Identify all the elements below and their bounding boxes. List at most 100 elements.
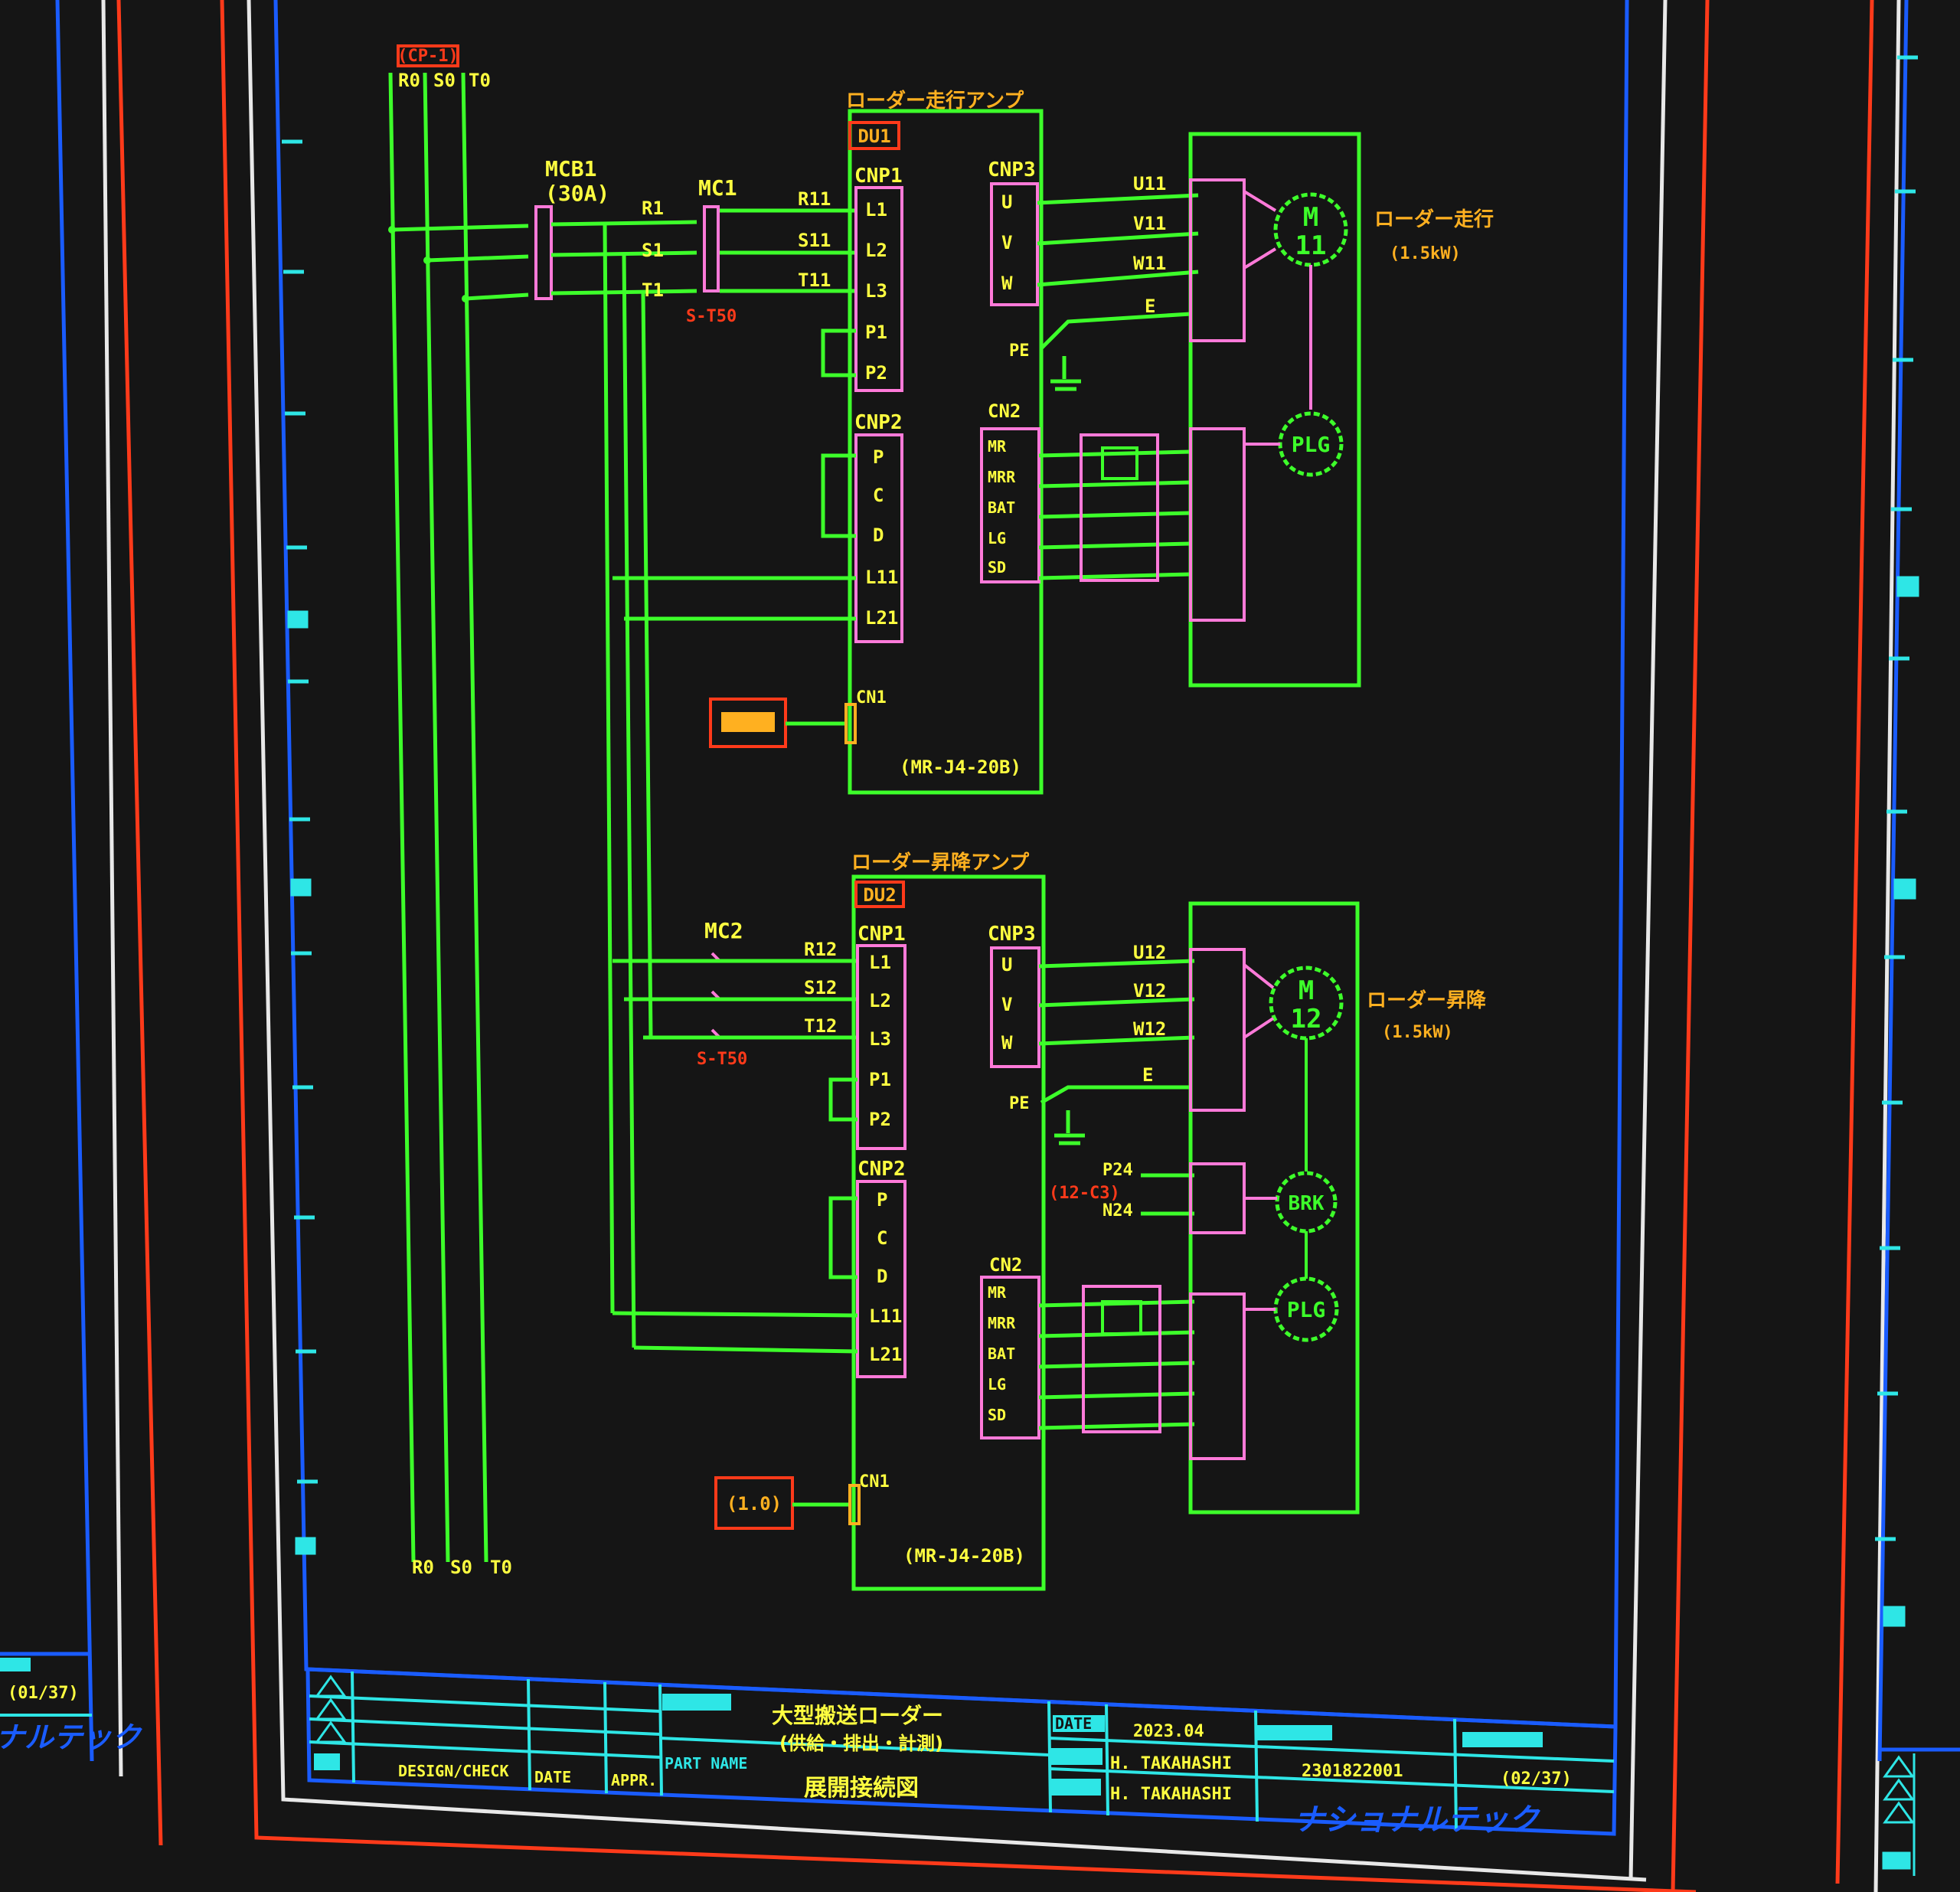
power-bus: (CP-1) R0 S0 T0 R0 S0 T0 [388, 44, 512, 1578]
amp2-ctrl-l11: L11 [869, 1305, 902, 1327]
amp2-in-l2: L2 [869, 990, 891, 1011]
rev-header: DESIGN/CHECK [398, 1762, 509, 1780]
drawing-number: 2301822001 [1302, 1762, 1403, 1781]
amp2-tag: DU2 [863, 884, 896, 906]
amp1-enc-mr: MR [988, 437, 1007, 456]
company-name: ナショナルテック [1294, 1802, 1541, 1838]
amp1-wire-t11: T11 [798, 270, 831, 291]
motor2-number: 12 [1291, 1004, 1322, 1034]
sheet-number: (02/37) [1501, 1769, 1572, 1789]
amp2-cn-input: CNP1 [858, 923, 906, 946]
amp1-wire-r11: R11 [798, 188, 831, 210]
row-ruler-left [282, 139, 318, 1555]
main-sheet-border-red [220, 0, 1697, 1892]
amp2-title: ローダー昇降アンプ [851, 851, 1030, 874]
amp2-p-d-jumper [828, 1196, 858, 1279]
row-ruler-right [1875, 55, 1919, 1627]
bus-t-line [461, 72, 488, 1563]
motor1-enc-conn [1189, 427, 1246, 622]
amp2-regen-p: P [877, 1189, 887, 1211]
drawing-title: 展開接続図 [804, 1775, 919, 1802]
amp2-enc-block [980, 1276, 1040, 1439]
title-block: DESIGN/CHECK DATE APPR. 大型搬送ローダー (供給・排出・… [305, 1667, 1618, 1838]
motor1-wire-u: U11 [1133, 173, 1166, 194]
left-sheet-company: ナショナルテック [0, 1720, 142, 1754]
part-name-label: PART NAME [665, 1754, 747, 1773]
amp1-p1-p2-jumper [821, 328, 856, 377]
amp1-regen-p: P [873, 446, 884, 468]
amp2-out-w: W [1001, 1032, 1013, 1054]
bus-t-label-bottom: T0 [490, 1557, 512, 1578]
motor1-wire-v: V11 [1133, 213, 1166, 234]
amp2-input-block [856, 944, 906, 1150]
contactor-mc1: MC1 S-T50 R1 S1 T1 [603, 175, 858, 1348]
amp1-ctrl-l11: L11 [865, 567, 898, 588]
amp1-in-l1: L1 [865, 199, 887, 221]
motor1-earth: E [1145, 296, 1155, 317]
motor2-wire-u: U12 [1133, 942, 1166, 963]
amp1-tag-box [848, 121, 900, 150]
contactor-mc2: MC2 S-T50 [612, 918, 858, 1069]
amp2-cn-regen: CNP2 [858, 1158, 906, 1181]
motor2-enc-conn [1189, 1292, 1246, 1460]
motor1-power-conn [1189, 178, 1246, 342]
amp1-wire-s11: S11 [798, 230, 831, 251]
amp1-cn-regen: CNP2 [854, 411, 903, 434]
amp1-out-w: W [1001, 273, 1013, 294]
mc1-body [703, 205, 720, 292]
bus-s-line [423, 72, 450, 1563]
amp2-out-u: U [1001, 954, 1012, 975]
amp1-input-block [854, 186, 903, 392]
right-sheet-border-red [1835, 0, 1874, 1884]
main-sheet-border-red-right [1671, 0, 1710, 1892]
bus-r-label-bottom: R0 [412, 1557, 434, 1578]
amp2-in-p1: P1 [869, 1069, 891, 1090]
amp1-p-d-jumper [821, 453, 856, 538]
motor1-encoder: PLG [1292, 432, 1331, 457]
left-sheet-border-white [101, 0, 123, 1777]
motor1-desc: ローダー走行 [1374, 207, 1494, 231]
amp1-enc-lg: LG [988, 529, 1006, 547]
amp1-in-l2: L2 [865, 240, 887, 261]
amp2-in-l3: L3 [869, 1028, 891, 1050]
bus-r-label-top: R0 [398, 70, 420, 91]
amp1-enc-sd: SD [988, 558, 1006, 577]
left-sheet-number: (01/37) [8, 1684, 79, 1703]
amp2-in-p2: P2 [869, 1109, 891, 1130]
amp1-out-u: U [1001, 191, 1012, 213]
bus-t-label-top: T0 [469, 70, 491, 91]
bus-r-line [388, 72, 416, 1563]
left-sheet-border-red [116, 0, 163, 1846]
motor1-wiring: U11 V11 W11 E M 11 PLG ローダー走行 (1.5kW) [1037, 132, 1494, 688]
amp1-in-p2: P2 [865, 362, 887, 384]
amp1-enc-block [980, 427, 1040, 583]
mc1-phase-t: T1 [642, 279, 664, 301]
amp1-in-l3: L3 [865, 280, 887, 302]
amp1-out-block [990, 182, 1039, 306]
breaker-body [534, 205, 553, 300]
power-source-tag: (CP-1) [397, 47, 458, 66]
amp2-regen-d: D [877, 1266, 887, 1287]
motor1-ref: (1.5kW) [1390, 244, 1461, 263]
motor1-frame [1188, 132, 1361, 688]
amp2-enc-lg: LG [988, 1375, 1006, 1394]
amp2-model: (MR-J4-20B) [903, 1545, 1025, 1567]
motor2-brake-circle [1275, 1171, 1338, 1234]
amp1-regen-d: D [873, 524, 884, 546]
mc1-name: MC1 [698, 175, 737, 201]
amp1-tag: DU1 [858, 126, 890, 147]
amp2: ローダー昇降アンプ DU2 CNP1 L1 L2 L3 P1 P2 R12 S1… [612, 851, 1046, 1591]
motor2-desc: ローダー昇降 [1367, 988, 1487, 1012]
breaker-mcb1: MCB1 (30A) [388, 156, 697, 302]
amp1-cn-out: CNP3 [988, 158, 1036, 181]
amp2-cn-enc: CN2 [989, 1254, 1022, 1276]
designer-name: H. TAKAHASHI [1110, 1754, 1232, 1773]
amp2-ctrl-ref: (1.0) [727, 1493, 782, 1515]
checker-name: H. TAKAHASHI [1110, 1785, 1232, 1804]
date-value: 2023.04 [1133, 1722, 1204, 1741]
amp1-frame [848, 109, 1044, 795]
left-sheet-border-blue [55, 0, 94, 1762]
amp2-in-l1: L1 [869, 952, 891, 973]
amp1-ctrl-ref-inner [721, 712, 775, 732]
motor2-shield-box [1082, 1285, 1161, 1433]
